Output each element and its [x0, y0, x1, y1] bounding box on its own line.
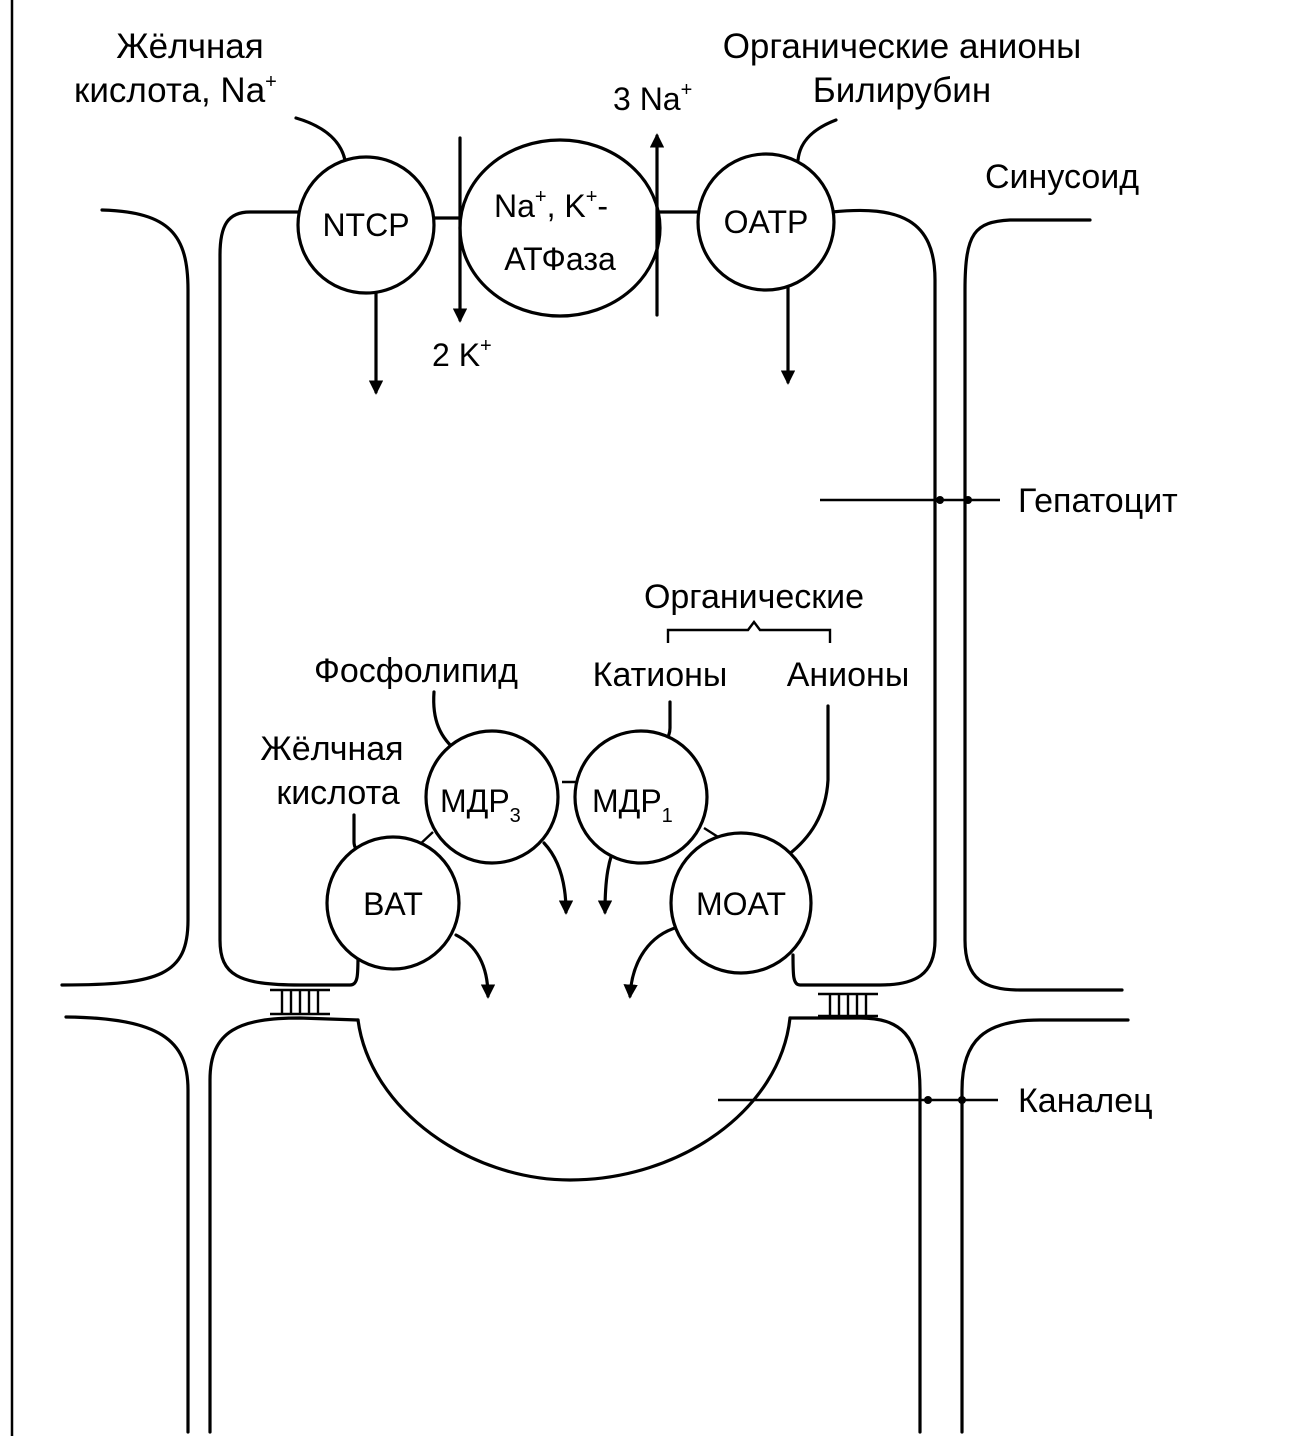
- anions-label: Анионы: [787, 656, 910, 694]
- organic-label: Органические: [644, 578, 864, 616]
- two-k-label: 2 K+: [432, 335, 492, 373]
- bat-transporter: [325, 835, 461, 971]
- canaliculus-lumen: [356, 1016, 792, 1182]
- ntcp-transporter: [296, 155, 436, 295]
- mdr1-label: МДР1: [592, 783, 673, 827]
- hepatocyte-left-membrane: [218, 210, 360, 987]
- canaliculus-pointer: [718, 1096, 998, 1104]
- bile-acid-lower-label-line1: Жёлчная: [260, 730, 403, 768]
- anions-connector: [786, 704, 830, 857]
- bat-secretion-arrow: [454, 933, 496, 999]
- sinusoid-label: Синусоид: [985, 158, 1139, 196]
- bilirubin-connector: [796, 118, 838, 162]
- oatp-transporter: [696, 152, 836, 292]
- organic-bracket: [666, 620, 832, 643]
- atpase-label-line1: Na+, K+-: [494, 186, 608, 224]
- atpase-label-line2: АТФаза: [504, 241, 616, 277]
- hepatocyte-label: Гепатоцит: [1018, 482, 1178, 520]
- moat-secretion-arrow: [623, 925, 680, 999]
- mdr1-transporter: [573, 729, 709, 865]
- bat-label: BAT: [363, 886, 423, 922]
- mdr3-secretion-arrow: [542, 841, 574, 915]
- tight-junction-left: [270, 988, 330, 1016]
- tight-junction-right: [818, 992, 878, 1018]
- bilirubin-label: Билирубин: [813, 71, 991, 110]
- three-na-label: 3 Na+: [613, 79, 692, 117]
- phospholipid-label: Фосфолипид: [314, 652, 518, 690]
- bile-acid-na-label-line1: Жёлчная: [116, 27, 263, 66]
- bile-acid-na-connector: [294, 116, 347, 162]
- mdr3-label: МДР3: [440, 783, 521, 827]
- ntcp-label: NTCP: [322, 207, 409, 243]
- moat-label: MOAT: [696, 886, 786, 922]
- lower-right-neighbor-membrane: [960, 1018, 1130, 1434]
- left-neighbor-cell-membrane: [60, 208, 190, 987]
- moat-transporter: [669, 831, 813, 975]
- mdr3-transporter: [424, 729, 560, 865]
- left-neighbor-cell-lower-membrane: [64, 1015, 190, 1434]
- lower-cell-right-membrane: [788, 1016, 922, 1434]
- canaliculus-label: Каналец: [1018, 1082, 1153, 1120]
- bile-acid-na-label-line2: кислота, Na+: [74, 71, 277, 110]
- organic-anions-top-label: Органические анионы: [723, 27, 1082, 66]
- hepatocyte-pointer: [820, 496, 1000, 504]
- na-k-atpase-pump: [458, 138, 662, 318]
- lower-cell-left-membrane: [208, 1016, 360, 1434]
- oatp-label: OATP: [724, 204, 809, 240]
- bile-acid-lower-label-line2: кислота: [276, 774, 399, 812]
- right-neighbor-cell-membrane: [963, 218, 1124, 992]
- cations-label: Катионы: [593, 656, 728, 694]
